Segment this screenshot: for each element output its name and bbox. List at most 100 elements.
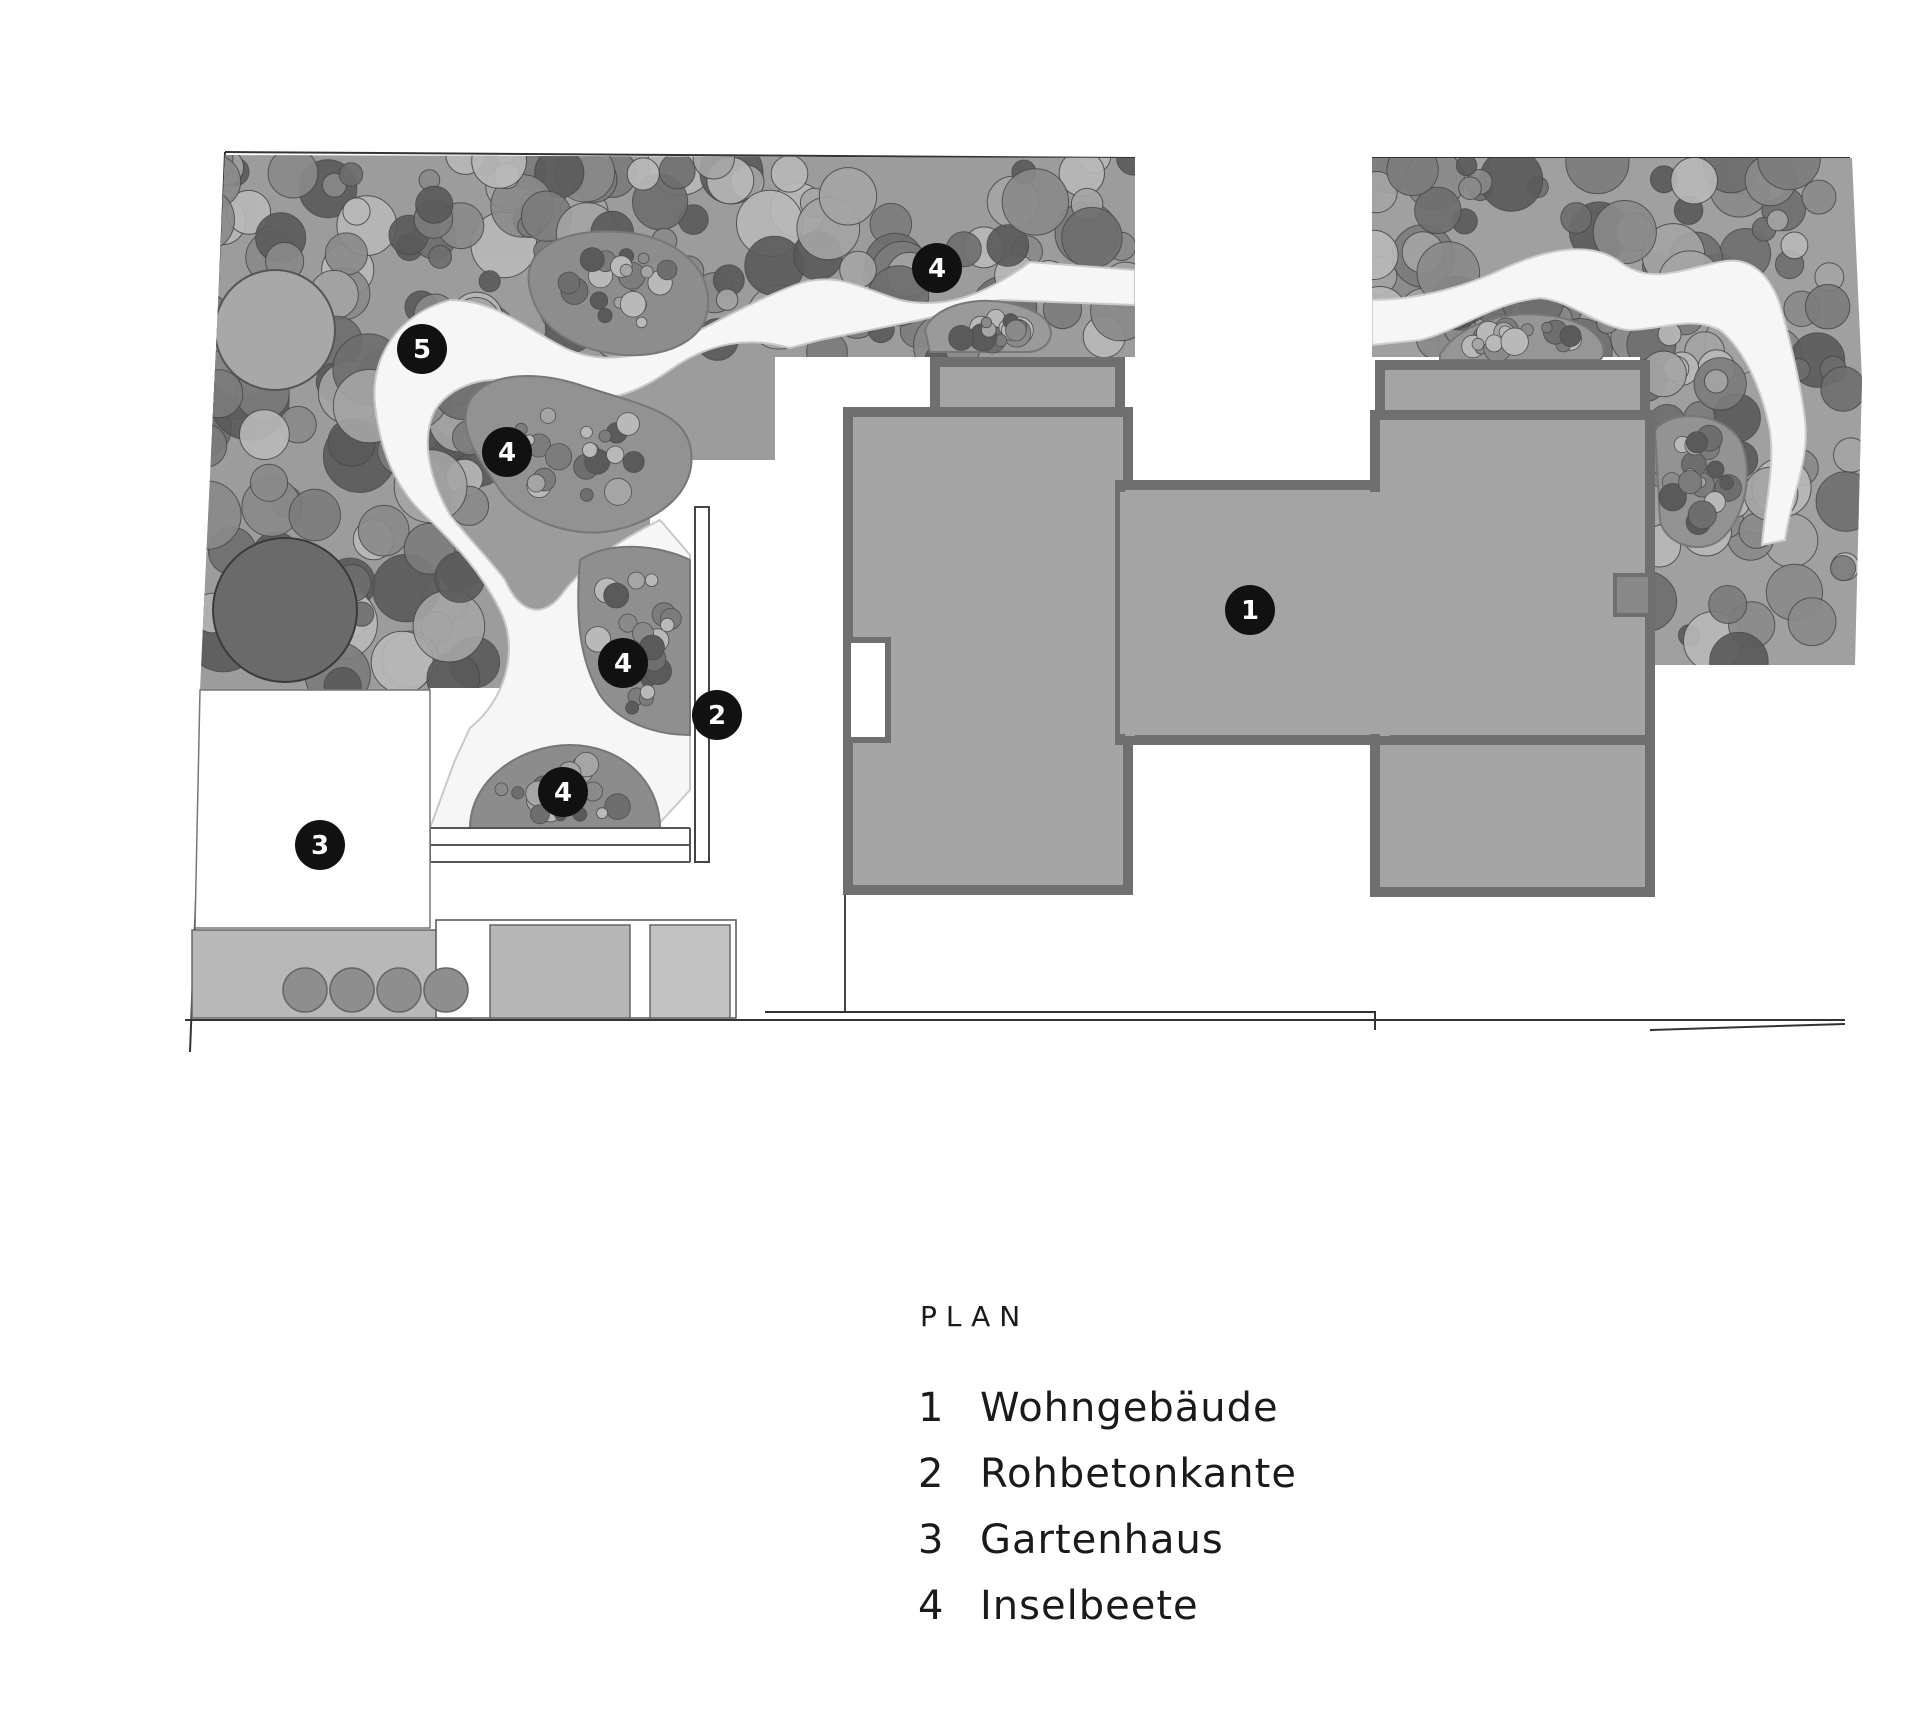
legend-item-4: 4 Inselbeete (918, 1573, 1297, 1639)
plant-shrub (1414, 186, 1462, 234)
plant-shrub (1766, 209, 1789, 232)
plant-shrub (1708, 585, 1748, 624)
plant-shrub (1704, 369, 1729, 394)
marker-4b: 4 (482, 427, 532, 477)
building-section (843, 407, 1133, 895)
bed-plant (544, 443, 573, 471)
bed-plant (656, 259, 678, 281)
plant-shrub (770, 155, 809, 193)
marker-label: 4 (928, 254, 946, 284)
bed-plant (606, 445, 625, 464)
building-entrance (845, 637, 891, 743)
bed-plant (539, 407, 557, 424)
legend-label: Wohngebäude (980, 1385, 1279, 1431)
plant-shrub (1830, 555, 1856, 582)
marker-4d: 4 (538, 767, 588, 817)
driveway (780, 158, 1372, 895)
plant-shrub (626, 157, 660, 191)
bed-plant (603, 582, 630, 609)
plant-shrub (267, 155, 319, 199)
plant-shrub (239, 409, 290, 461)
marker-circle (295, 820, 345, 870)
plant-shrub (1709, 631, 1769, 665)
plant-shrub (818, 167, 878, 226)
bed-plant (1706, 460, 1725, 479)
bed-plant (604, 477, 632, 506)
plant-shrub (200, 313, 218, 342)
plant-shrub (1458, 176, 1482, 200)
building-connector (1125, 490, 1135, 736)
marker-4a: 4 (912, 243, 962, 293)
bed-plant (511, 786, 525, 800)
plant-shrub (1757, 158, 1821, 191)
plant-shrub (1061, 207, 1123, 269)
legend-number: 4 (918, 1583, 945, 1629)
plant-shrub (1455, 158, 1478, 177)
bed-plant (557, 271, 581, 295)
plant-shrub (200, 186, 235, 253)
bed-plant (1485, 334, 1503, 353)
legend-list: 1 Wohngebäude 2 Rohbetonkante 3 Gartenha… (918, 1375, 1297, 1639)
plant-shrub (342, 197, 371, 226)
bed-plant (579, 247, 605, 273)
marker-circle (912, 243, 962, 293)
bed-plant (948, 324, 975, 351)
plant-shrub (692, 155, 735, 180)
bed-plant (627, 571, 646, 590)
plant-shrub (357, 504, 410, 557)
plant-shrub (1560, 202, 1593, 234)
bed-plant (660, 617, 675, 633)
plant-shrub (1670, 158, 1718, 205)
building-section (1370, 735, 1655, 897)
bed-plant (1005, 319, 1027, 342)
bed-plant (1658, 483, 1687, 512)
plant-shrub (324, 232, 368, 276)
marker-circle (1225, 585, 1275, 635)
bed-plant (635, 316, 648, 329)
building-section (930, 357, 1125, 417)
bed-plant (618, 613, 638, 633)
residential-building (843, 357, 1655, 897)
bed-plant (589, 291, 609, 310)
bed-plant (619, 263, 633, 277)
plant-shrub (200, 480, 242, 550)
plant-shrub (1833, 437, 1862, 473)
bed-plant (596, 807, 608, 820)
bed-plant (980, 316, 993, 329)
plant-shrub (1386, 158, 1439, 197)
bed-plant (1719, 475, 1734, 491)
building-chimney (1613, 573, 1652, 617)
concrete-edge (694, 506, 710, 863)
plant-shrub (1820, 366, 1862, 412)
bed-plant (598, 429, 612, 443)
marker-label: 2 (708, 701, 726, 731)
legend-number: 1 (918, 1385, 945, 1431)
plant-shrub (1372, 229, 1399, 280)
gravel-path-left (373, 260, 1136, 829)
marker-circle (538, 767, 588, 817)
marker-label: 1 (1241, 596, 1259, 626)
legend-number: 3 (918, 1517, 945, 1563)
legend-item-1: 1 Wohngebäude (918, 1375, 1297, 1441)
marker-4c: 4 (598, 638, 648, 688)
plant-shrub (1780, 231, 1809, 260)
building-section (1370, 410, 1655, 745)
legend-label: Gartenhaus (980, 1517, 1224, 1563)
bed-plant (622, 451, 645, 473)
plant-shrub (1565, 158, 1630, 195)
marker-label: 4 (498, 438, 516, 468)
bed-plant (640, 265, 654, 279)
bed-plant (580, 425, 593, 439)
legend: PLAN 1 Wohngebäude 2 Rohbetonkante 3 Gar… (918, 1300, 1297, 1639)
bed-plant (644, 573, 659, 587)
bed-plant (579, 488, 594, 502)
garden-house-area (194, 689, 431, 929)
bed-plant (1559, 325, 1582, 347)
steps (429, 827, 691, 863)
bed-plant (639, 684, 656, 700)
plant-shrub (986, 224, 1030, 267)
bed-plant (1685, 431, 1708, 454)
legend-item-2: 2 Rohbetonkante (918, 1441, 1297, 1507)
